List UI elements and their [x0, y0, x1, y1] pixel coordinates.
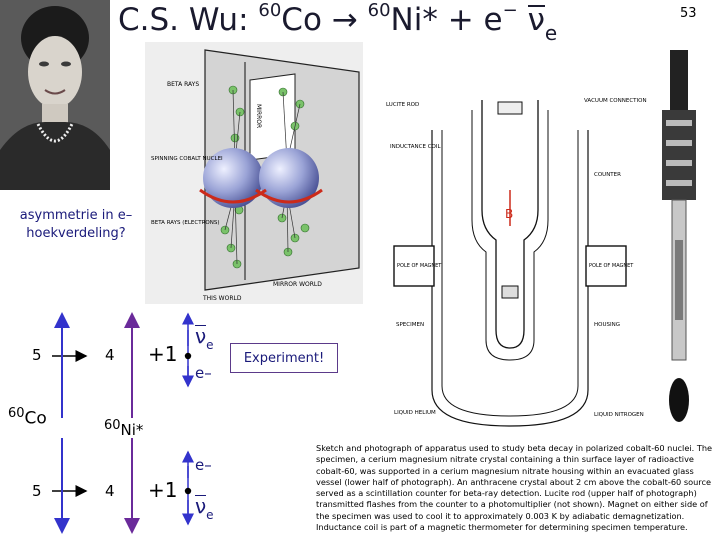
mirror-world-figure: BETA RAYS SPINNING COBALT NUCLEI BETA RA…: [145, 42, 363, 304]
spin-ni-bottom: 4: [105, 482, 115, 500]
electron-bottom: e–: [195, 456, 212, 474]
label-mirror-world: MIRROR WORLD: [273, 281, 322, 288]
co-label: 60Co: [8, 406, 47, 429]
label-vacuum: VACUUM CONNECTION: [584, 98, 647, 104]
label-pole-right: POLE OF MAGNET: [589, 263, 634, 269]
label-counter: COUNTER: [594, 172, 621, 178]
plus-one-top: +1: [148, 342, 178, 366]
question-text: asymmetrie in e– hoekverdeling?: [19, 208, 133, 241]
experiment-label: Experiment!: [230, 343, 338, 373]
label-inductance: INDUCTANCE COIL: [390, 144, 442, 150]
plus-one-bottom: +1: [148, 478, 178, 502]
label-liquid-helium: LIQUID HELIUM: [394, 410, 436, 416]
antineutrino-bottom: νe: [195, 494, 214, 522]
ni-label: 60Ni*: [104, 418, 144, 439]
label-liquid-nitrogen: LIQUID NITROGEN: [594, 412, 644, 418]
label-beta-electrons: BETA RAYS (ELECTRONS): [151, 220, 220, 226]
label-spinning: SPINNING COBALT NUCLEI: [151, 156, 223, 162]
label-pole-left: POLE OF MAGNET: [397, 263, 442, 269]
magnetic-field-label: B: [505, 207, 513, 221]
label-housing: HOUSING: [594, 322, 620, 328]
label-specimen: SPECIMEN: [396, 322, 424, 328]
antineutrino-top: νe: [195, 324, 214, 352]
apparatus-diagram: LUCITE ROD VACUUM CONNECTION INDUCTANCE …: [372, 90, 648, 435]
apparatus-photo: [652, 50, 706, 426]
decay-arrows: [52, 312, 194, 534]
spin-ni-top: 4: [105, 346, 115, 364]
label-beta-rays: BETA RAYS: [167, 81, 199, 88]
arrow-icon: →: [331, 2, 358, 38]
spin-co-top: 5: [32, 346, 42, 364]
slide-title: C.S. Wu: 60Co → 60Ni* + e− νe: [118, 0, 558, 45]
page-number: 53: [680, 6, 697, 21]
portrait-photo: [0, 0, 110, 190]
figure-caption: Sketch and photograph of apparatus used …: [316, 443, 713, 533]
label-lucite-rod: LUCITE ROD: [386, 102, 419, 108]
spin-co-bottom: 5: [32, 482, 42, 500]
electron-top: e–: [195, 364, 212, 382]
label-this-world: THIS WORLD: [202, 295, 242, 302]
label-mirror: MIRROR: [255, 104, 262, 128]
